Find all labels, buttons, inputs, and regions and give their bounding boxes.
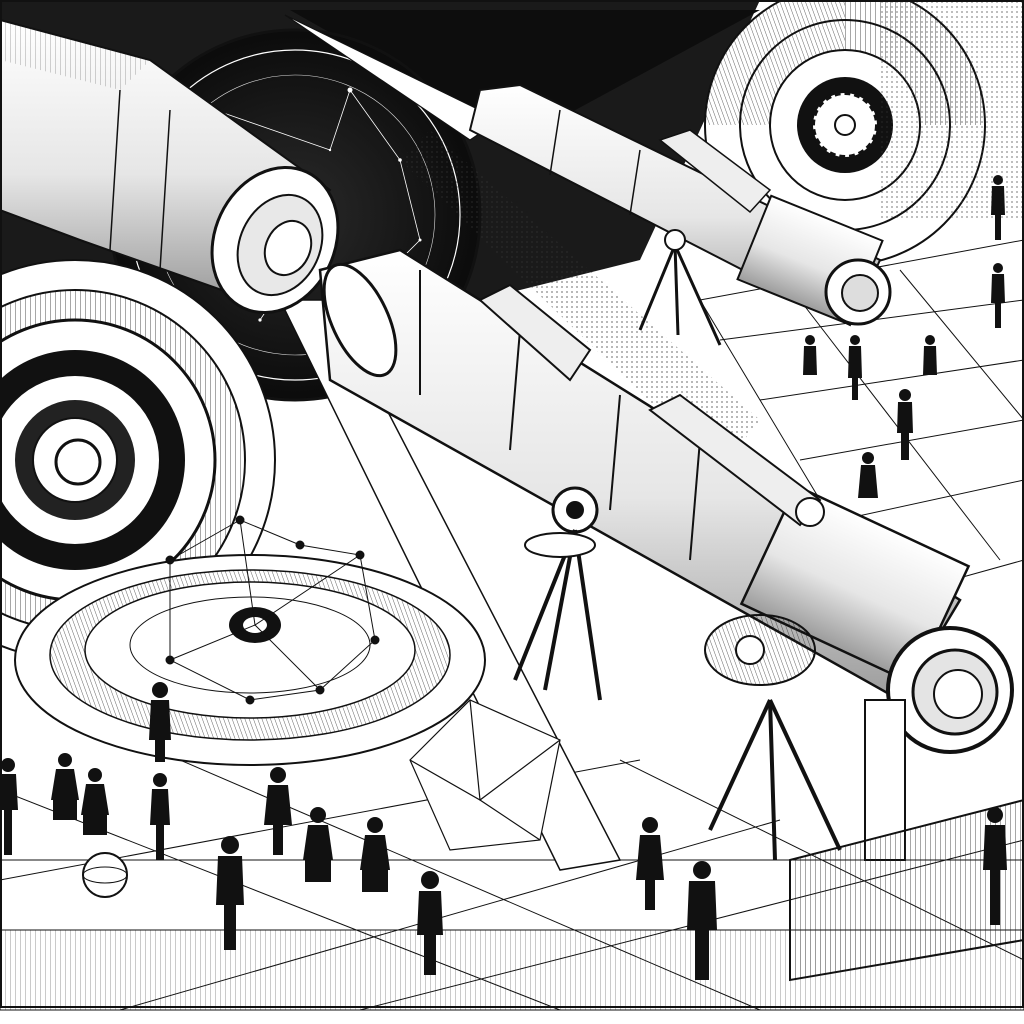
person-silhouette-icon [0, 175, 1007, 980]
pedestal [789, 699, 1024, 982]
constellation-icon [165, 515, 380, 705]
telescope-icon [318, 248, 1014, 754]
tripod-icon [704, 614, 842, 861]
globe-ornament [82, 852, 128, 898]
telescope-icon [468, 83, 892, 327]
tripod-icon [513, 529, 602, 701]
geometric-crystal [409, 699, 561, 851]
tripod-icon [638, 229, 722, 346]
planetarium-disc [14, 515, 486, 766]
floor-grid [0, 239, 1024, 1011]
telescope-icon [0, 18, 340, 315]
